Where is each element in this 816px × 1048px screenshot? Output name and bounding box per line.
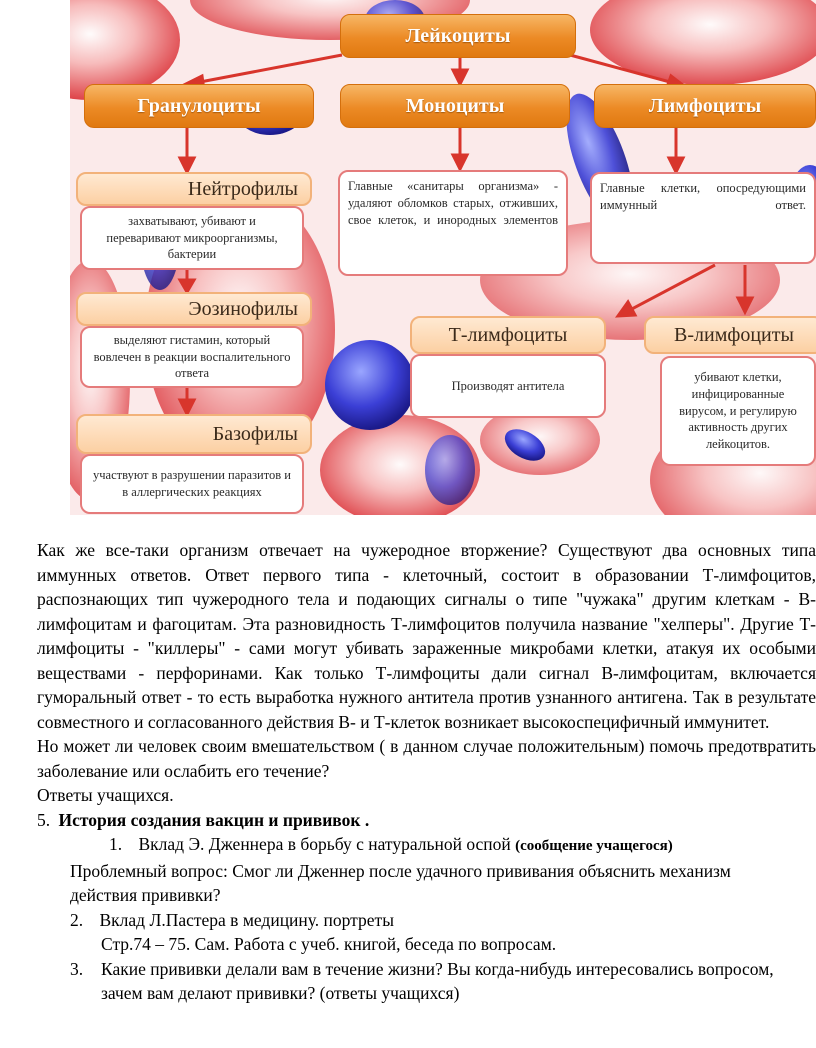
list-item-2: 2. Вклад Л.Пастера в медицину. портреты xyxy=(37,908,816,933)
list-item-3: 3. Какие прививки делали вам в течение ж… xyxy=(37,957,816,1006)
list-item-2-sub: Стр.74 – 75. Сам. Работа с учеб. книгой,… xyxy=(101,934,557,954)
lymphocytes-description: Главные клетки, опосредующими иммунный о… xyxy=(590,172,816,264)
basophils-description: участвуют в разрушении паразитов и в алл… xyxy=(80,454,304,514)
list-item-2-number: 2. xyxy=(70,909,84,930)
t-lymphocytes-title: Т-лимфоциты xyxy=(410,316,606,354)
neutrophils-description: захватывают, убивают и переваривают микр… xyxy=(80,206,304,270)
eosinophils-title: Эозинофилы xyxy=(76,292,312,326)
list-item-1-note: (сообщение учащегося) xyxy=(515,838,673,854)
list-item-3-text: Какие прививки делали вам в течение жизн… xyxy=(101,958,774,1004)
basophils-title: Базофилы xyxy=(76,414,312,454)
list-item-2-text: Вклад Л.Пастера в медицину. портреты xyxy=(99,909,394,930)
lymphocytes-header: Лимфоциты xyxy=(594,84,816,128)
t-lymphocytes-description: Производят антитела xyxy=(410,354,606,418)
monocytes-header: Моноциты xyxy=(340,84,570,128)
document-body: Как же все-таки организм отвечает на чуж… xyxy=(37,538,816,1006)
section-title: История создания вакцин и прививок . xyxy=(58,809,370,830)
paragraph-question: Но может ли человек своим вмешательством… xyxy=(37,736,816,781)
list-item-1-number: 1. xyxy=(109,834,123,854)
list-item-1-text: Вклад Э. Дженнера в борьбу с натуральной… xyxy=(138,834,511,854)
b-lymphocytes-description: убивают клетки, инфицированные вирусом, … xyxy=(660,356,816,466)
answers-line: Ответы учащихся. xyxy=(37,785,174,805)
list-item-1: 1. Вклад Э. Дженнера в борьбу с натураль… xyxy=(37,832,816,859)
neutrophils-title: Нейтрофилы xyxy=(76,172,312,206)
paragraph-immune-response: Как же все-таки организм отвечает на чуж… xyxy=(37,540,816,732)
monocytes-description: Главные «санитары организма» - удаляют о… xyxy=(338,170,568,276)
section-heading: 5. История создания вакцин и прививок . xyxy=(37,808,816,833)
section-number: 5. xyxy=(37,809,51,830)
leukocyte-diagram: Лейкоциты Гранулоциты Моноциты Лимфоциты… xyxy=(70,0,816,515)
eosinophils-description: выделяют гистамин, который вовлечен в ре… xyxy=(80,326,304,388)
b-lymphocytes-title: В-лимфоциты xyxy=(644,316,816,354)
granulocytes-header: Гранулоциты xyxy=(84,84,314,128)
leukocytes-header: Лейкоциты xyxy=(340,14,576,58)
problem-question: Проблемный вопрос: Смог ли Дженнер после… xyxy=(70,860,731,906)
list-item-3-number: 3. xyxy=(70,958,84,979)
